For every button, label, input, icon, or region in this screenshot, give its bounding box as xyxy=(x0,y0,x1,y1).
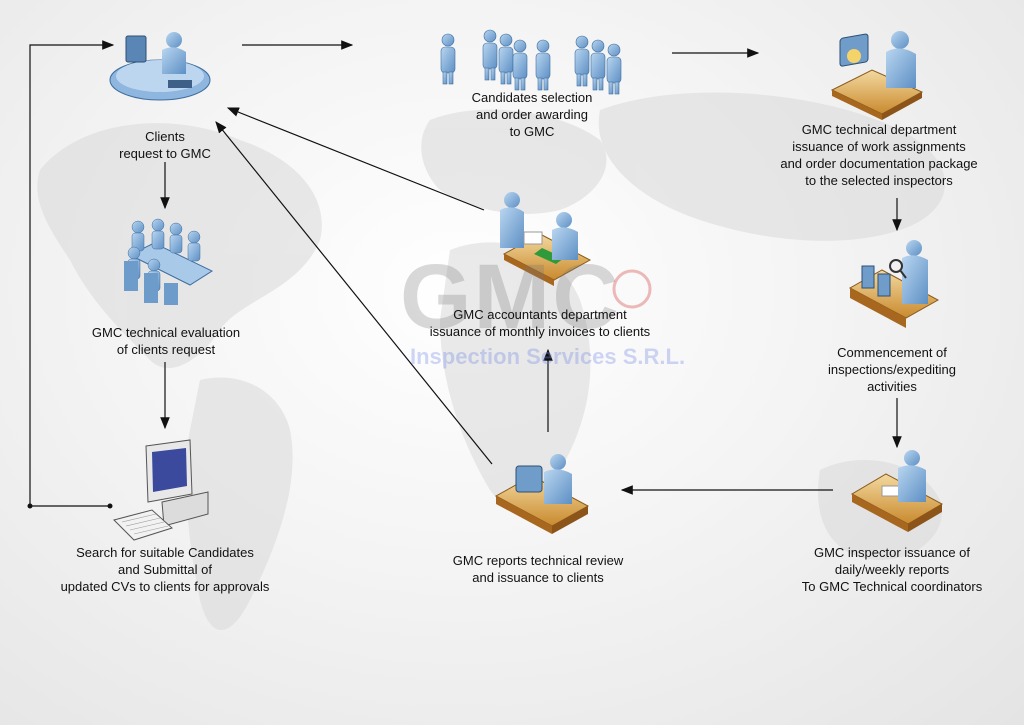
accountants-icon xyxy=(500,192,592,286)
watermark-logo: GMC xyxy=(400,246,621,348)
label-candidates-selection: Candidates selection and order awarding … xyxy=(471,90,593,139)
label-technical-evaluation: GMC technical evaluation of clients requ… xyxy=(91,325,241,357)
label-commencement: Commencement of inspections/expediting a… xyxy=(828,345,956,394)
candidates-group-icon xyxy=(440,29,622,95)
label-inspector-reports: GMC inspector issuance of daily/weekly r… xyxy=(801,545,983,594)
world-map-background xyxy=(37,92,945,630)
watermark-badge-icon xyxy=(612,269,652,309)
reports-review-icon xyxy=(494,454,590,534)
inspector-reports-icon xyxy=(850,450,944,532)
flow-arrows xyxy=(29,40,902,507)
label-reports-review: GMC reports technical review and issuanc… xyxy=(452,553,624,585)
label-work-assignments: GMC technical department issuance of wor… xyxy=(780,122,978,188)
label-search-candidates: Search for suitable Candidates and Submi… xyxy=(60,545,270,594)
technical-department-icon xyxy=(830,31,924,120)
watermark-subtitle: Inspection Services S.R.L. xyxy=(410,344,686,369)
label-clients-request: Clients request to GMC xyxy=(119,129,211,161)
inspection-conveyor-icon xyxy=(848,240,940,328)
arrow-review-to-clients xyxy=(215,121,493,465)
label-accountants: GMC accountants department issuance of m… xyxy=(429,307,651,339)
client-workstation-icon xyxy=(109,32,211,101)
arrow-search-to-clients-loop xyxy=(29,40,115,507)
computer-search-icon xyxy=(113,439,209,541)
meeting-table-icon xyxy=(124,218,214,305)
arrow-accountants-to-clients xyxy=(226,107,485,211)
